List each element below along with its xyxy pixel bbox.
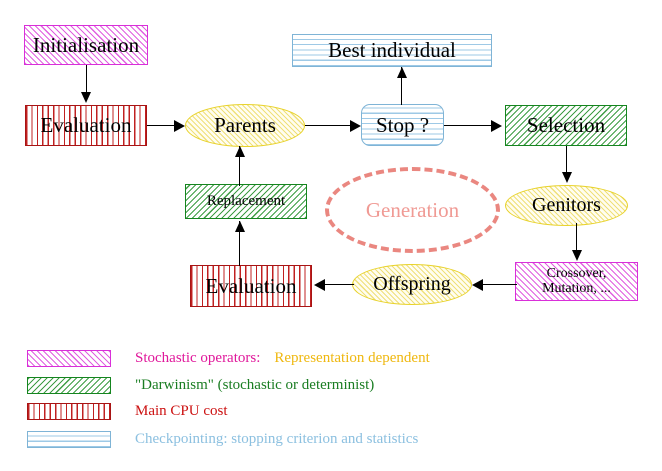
node-selection[interactable]: Selection [505,105,627,146]
node-crossover-mutation[interactable]: Crossover, Mutation, ... [515,262,638,301]
node-evaluation-bottom-label: Evaluation [205,273,297,298]
legend-swatch-red-vertical-lines [27,402,111,420]
edge-offspring-evaluation [324,284,354,286]
node-stop[interactable]: Stop ? [361,104,444,146]
node-initialisation[interactable]: Initialisation [24,25,148,65]
node-selection-label: Selection [526,113,606,138]
edge-evaluation-parents [147,125,177,127]
legend-label-cpu: Main CPU cost [135,402,228,419]
node-best-individual[interactable]: Best individual [292,34,492,67]
legend-label-representation: Representation dependent [274,349,430,366]
edge-parents-stop-arrowhead [350,120,361,132]
edge-stop-best-arrowhead [397,67,407,78]
edge-genitors-crossover [576,223,578,255]
legend-label-checkpointing: Checkpointing: stopping criterion and st… [135,430,419,447]
edge-stop-selection [444,125,494,127]
edge-initialisation-evaluation [86,65,88,95]
edge-evaluation-replacement-arrowhead [235,221,245,232]
legend-swatch-magenta-hatch [27,349,111,367]
node-generation-label: Generation [365,197,460,222]
legend-label-stochastic: Stochastic operators: [135,349,261,366]
node-genitors-label: Genitors [532,194,601,216]
edge-crossover-offspring [481,284,517,286]
edge-replacement-parents [239,146,241,186]
edge-crossover-offspring-arrowhead [472,279,483,291]
legend-swatch-blue-horizontal-lines [27,430,111,448]
edge-stop-best [401,67,403,105]
edge-selection-genitors [566,146,568,178]
legend: Stochastic operators: Representation dep… [0,340,662,460]
legend-row-darwinism: "Darwinism" (stochastic or determinist) [27,375,374,395]
node-evaluation-top[interactable]: Evaluation [25,105,147,146]
node-parents[interactable]: Parents [185,104,305,147]
edge-evaluation-replacement [239,221,241,266]
node-replacement[interactable]: Replacement [185,184,307,219]
legend-swatch-green-hatch [27,376,111,394]
edge-stop-selection-arrowhead [491,120,502,132]
node-initialisation-label: Initialisation [32,32,140,57]
edge-initialisation-evaluation-arrowhead [81,92,91,103]
legend-row-cpu: Main CPU cost [27,401,228,421]
node-crossover-mutation-label: Crossover, Mutation, ... [542,265,611,296]
legend-row-checkpointing: Checkpointing: stopping criterion and st… [27,429,418,449]
node-replacement-label: Replacement [206,192,286,209]
node-evaluation-bottom[interactable]: Evaluation [190,265,312,307]
node-genitors[interactable]: Genitors [505,185,628,226]
edge-genitors-crossover-arrowhead [572,250,582,261]
edge-evaluation-parents-arrowhead [174,120,185,132]
node-parents-label: Parents [214,113,276,138]
edge-offspring-evaluation-arrowhead [314,279,325,291]
node-stop-label: Stop ? [375,112,430,137]
edge-selection-genitors-arrowhead [562,172,572,183]
node-evaluation-top-label: Evaluation [40,113,132,138]
edge-parents-stop [305,125,355,127]
edge-replacement-parents-arrowhead [235,146,245,157]
legend-row-stochastic: Stochastic operators: Representation dep… [27,348,430,368]
node-generation: Generation [325,167,500,253]
node-best-individual-label: Best individual [328,38,456,63]
node-offspring-label: Offspring [373,273,451,295]
node-offspring[interactable]: Offspring [352,264,472,305]
legend-label-darwinism: "Darwinism" (stochastic or determinist) [135,376,375,393]
